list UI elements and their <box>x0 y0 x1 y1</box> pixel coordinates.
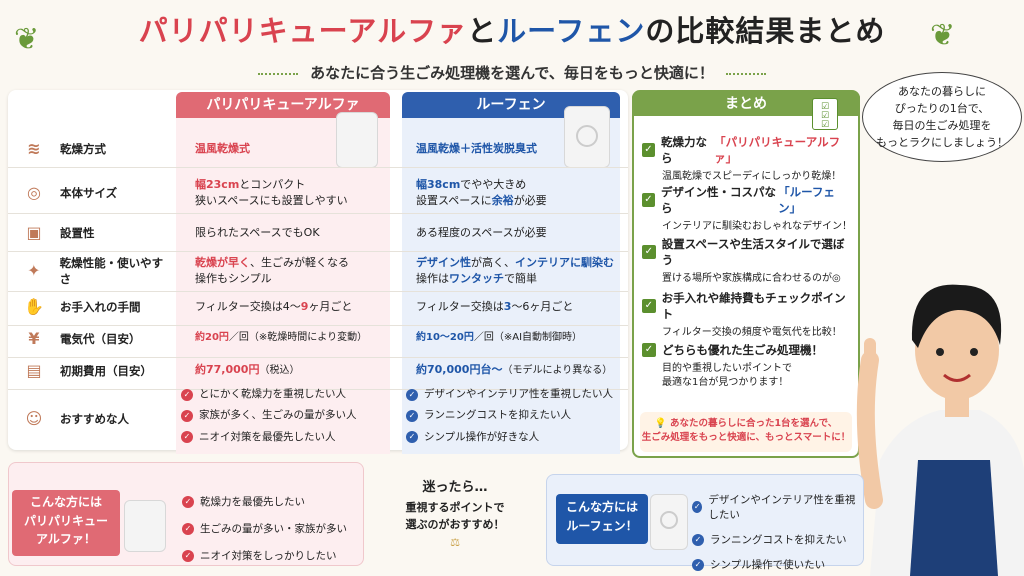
recommend-tag-paripari: こんな方にはパリパリキューアルファ！ <box>12 490 120 556</box>
box-icon: ▣ <box>26 222 42 242</box>
cell-red: 温風乾燥式 <box>195 141 250 155</box>
cell-blue: フィルター交換は3〜6ヶ月ごと <box>416 299 574 313</box>
page-title: パリパリキューアルファとルーフェンの比較結果まとめ <box>138 14 886 48</box>
summary-item: ✓お手入れや維持費もチェックポイント フィルター交換の頻度や電気代を比較！ <box>642 290 852 340</box>
summary-item: ✓乾燥力なら「パリパリキューアルファ」 温風乾燥でスピーディにしっかり乾燥！ <box>642 134 852 184</box>
table-row: ▣設置性 限られたスペースでもOK ある程度のスペースが必要 <box>8 214 628 252</box>
check-icon: ✓ <box>642 143 655 157</box>
cell-red: フィルター交換は4〜9ヶ月ごと <box>195 299 353 313</box>
table-row: ✦乾燥性能・使いやすさ 乾燥が早く、生ごみが軽くなる操作もシンプル デザイン性が… <box>8 250 628 292</box>
leaf-icon: ❦ <box>930 18 956 53</box>
leaf-icon: ❦ <box>14 22 40 57</box>
summary-item: ✓デザイン性・コスパなら「ルーフェン」 インテリアに馴染むおしゃれなデザイン！ <box>642 184 852 234</box>
wallet-icon: ▤ <box>26 360 42 380</box>
lightbulb-icon: 💡 <box>654 418 667 429</box>
cell-blue: 約70,000円台〜（モデルにより異なる） <box>416 363 613 377</box>
column-bg-blue <box>402 118 620 454</box>
sparkle-icon: ✦ <box>27 260 41 280</box>
speech-bubble: あなたの暮らしにぴったりの1台で、毎日の生ごみ処理をもっとラクにしましょう！ <box>862 72 1022 162</box>
yen-icon: ¥ <box>28 328 40 348</box>
cell-red: 限られたスペースでもOK <box>195 225 320 239</box>
tape-measure-icon: ◎ <box>27 182 41 202</box>
cell-red: 幅23cmとコンパクト狭いスペースにも設置しやすい <box>195 177 348 207</box>
check-icon: ✓ <box>642 343 656 357</box>
paripari-device-image <box>336 112 378 168</box>
table-row: ¥電気代（目安） 約20円／回（※乾燥時間により変動） 約10〜20円／回（※A… <box>8 320 628 358</box>
cell-blue: ある程度のスペースが必要 <box>416 225 547 239</box>
cell-blue: 約10〜20円／回（※AI自動制御時） <box>416 332 583 344</box>
hand-icon: ✋ <box>24 296 44 316</box>
loofen-device-image <box>650 494 688 550</box>
person-icon: ☺ <box>25 409 43 428</box>
check-icon: ✓ <box>642 245 656 259</box>
loofen-device-image <box>564 106 610 168</box>
advice-note: 迷ったら… 重視するポイントで 選ぶのがおすすめ！ ⚖ <box>380 478 530 568</box>
table-row: ◎本体サイズ 幅23cmとコンパクト狭いスペースにも設置しやすい 幅38cmでや… <box>8 172 628 214</box>
paripari-device-image <box>124 500 166 552</box>
recommend-list-blue: ✓デザインやインテリア性を重視したい人 ✓ランニングコストを抑えたい人 ✓シンプ… <box>398 387 628 451</box>
cell-red: 約77,000円（税込） <box>195 363 300 377</box>
column-header-loofen: ルーフェン <box>402 92 620 118</box>
column-bg-red <box>176 118 390 454</box>
page-subtitle: あなたに合う生ごみ処理機を選んで、毎日をもっと快適に！ <box>0 62 1024 83</box>
cell-blue: 温風乾燥＋活性炭脱臭式 <box>416 141 537 155</box>
cell-blue: 幅38cmでやや大きめ設置スペースに余裕が必要 <box>416 177 547 207</box>
table-row: ▤初期費用（目安） 約77,000円（税込） 約70,000円台〜（モデルにより… <box>8 352 628 390</box>
cell-red: 約20円／回（※乾燥時間により変動） <box>195 332 368 344</box>
cell-blue: デザイン性が高く、インテリアに馴染む操作はワンタッチで簡単 <box>416 255 614 285</box>
summary-item: ✓どちらも優れた生ごみ処理機！ 目的や重視したいポイントで最適な1台が見つかりま… <box>642 342 852 390</box>
recommend-tag-loofen: こんな方にはルーフェン！ <box>556 494 648 544</box>
man-with-apron-illustration <box>856 284 1024 576</box>
summary-tip: 💡 あなたの暮らしに合った1台を選んで、生ごみ処理をもっと快適に、もっとスマート… <box>640 412 852 452</box>
table-row: ≋乾燥方式 温風乾燥式 温風乾燥＋活性炭脱臭式 <box>8 130 628 168</box>
summary-panel <box>632 90 860 458</box>
check-icon: ✓ <box>642 193 655 207</box>
cell-red: 乾燥が早く、生ごみが軽くなる操作もシンプル <box>195 255 349 285</box>
recommend-list-red: ✓とにかく乾燥力を重視したい人 ✓家族が多く、生ごみの量が多い人 ✓ニオイ対策を… <box>173 387 398 451</box>
scale-icon: ⚖ <box>450 535 460 549</box>
heat-waves-icon: ≋ <box>27 138 41 158</box>
recommend-list-paripari: ✓乾燥力を最優先したい ✓生ごみの量が多い・家族が多い ✓ニオイ対策をしっかりし… <box>182 494 362 569</box>
recommend-list-loofen: ✓デザインやインテリア性を重視したい ✓ランニングコストを抑えたい ✓シンプル操… <box>692 494 856 571</box>
table-row: ✋お手入れの手間 フィルター交換は4〜9ヶ月ごと フィルター交換は3〜6ヶ月ごと <box>8 288 628 326</box>
table-row-recommend: ☺おすすめな人 ✓とにかく乾燥力を重視したい人 ✓家族が多く、生ごみの量が多い人… <box>8 388 628 450</box>
check-icon: ✓ <box>642 299 656 313</box>
summary-item: ✓設置スペースや生活スタイルで選ぼう 置ける場所や家族構成に合わせるのが◎ <box>642 236 852 286</box>
checklist-icon: ☑☑☑ <box>812 98 838 130</box>
